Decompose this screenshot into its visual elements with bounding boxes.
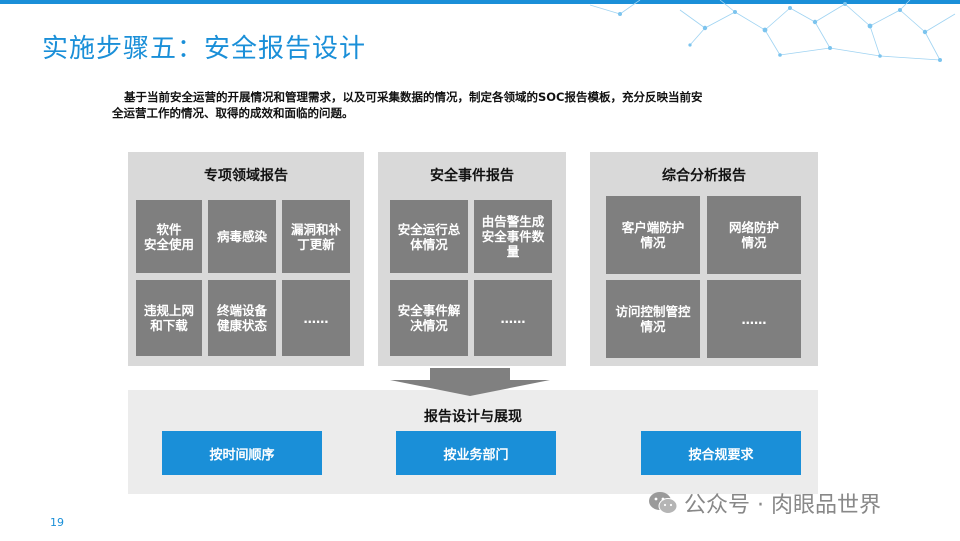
- tile-vulnerability-patch: 漏洞和补丁更新: [282, 200, 350, 273]
- tile-software-security: 软件安全使用: [136, 200, 202, 273]
- watermark: 公众号 · 肉眼品世界: [648, 487, 881, 519]
- tile-illegal-browsing: 违规上网和下载: [136, 280, 202, 356]
- report-design-section: 报告设计与展现 按时间顺序 按业务部门 按合规要求: [128, 390, 818, 494]
- intro-paragraph: 基于当前安全运营的开展情况和管理需求，以及可采集数据的情况，制定各领域的SOC报…: [112, 89, 837, 121]
- tile-more: ……: [474, 280, 552, 356]
- panel-title: 综合分析报告: [662, 168, 746, 184]
- tile-device-health: 终端设备健康状态: [208, 280, 276, 356]
- by-compliance-button: 按合规要求: [641, 431, 801, 475]
- panel-special-domain-report: 专项领域报告 软件安全使用 病毒感染 漏洞和补丁更新 违规上网和下载 终端设备健…: [128, 152, 364, 366]
- wechat-icon: [649, 492, 678, 514]
- panel-title: 专项领域报告: [204, 168, 288, 184]
- tile-more: ……: [282, 280, 350, 356]
- page-number: 19: [50, 516, 64, 529]
- tile-network-protection: 网络防护情况: [707, 196, 801, 274]
- watermark-text: 公众号 · 肉眼品世界: [684, 493, 881, 518]
- tile-alert-event-count: 由告警生成安全事件数量: [474, 200, 552, 273]
- tile-more: ……: [707, 280, 801, 358]
- tile-virus-infection: 病毒感染: [208, 200, 276, 273]
- tile-overall-operation: 安全运行总体情况: [390, 200, 468, 273]
- tile-event-resolution: 安全事件解决情况: [390, 280, 468, 356]
- intro-line-2: 全运营工作的情况、取得的成效和面临的问题。: [112, 106, 354, 120]
- by-business-dept-button: 按业务部门: [396, 431, 556, 475]
- network-decoration: [589, 0, 956, 62]
- intro-line-1: 基于当前安全运营的开展情况和管理需求，以及可采集数据的情况，制定各领域的SOC报…: [124, 90, 703, 104]
- slide-title: 实施步骤五：安全报告设计: [42, 34, 367, 64]
- panel-title: 安全事件报告: [430, 168, 514, 184]
- tile-access-control: 访问控制管控情况: [606, 280, 700, 358]
- down-arrow-icon: [390, 368, 550, 396]
- top-accent-bar: [0, 0, 960, 4]
- panel-security-event-report: 安全事件报告 安全运行总体情况 由告警生成安全事件数量 安全事件解决情况 ……: [378, 152, 566, 366]
- by-time-order-button: 按时间顺序: [162, 431, 322, 475]
- panel-comprehensive-analysis-report: 综合分析报告 客户端防护情况 网络防护情况 访问控制管控情况 ……: [590, 152, 818, 366]
- section-title: 报告设计与展现: [424, 409, 522, 425]
- tile-client-protection: 客户端防护情况: [606, 196, 700, 274]
